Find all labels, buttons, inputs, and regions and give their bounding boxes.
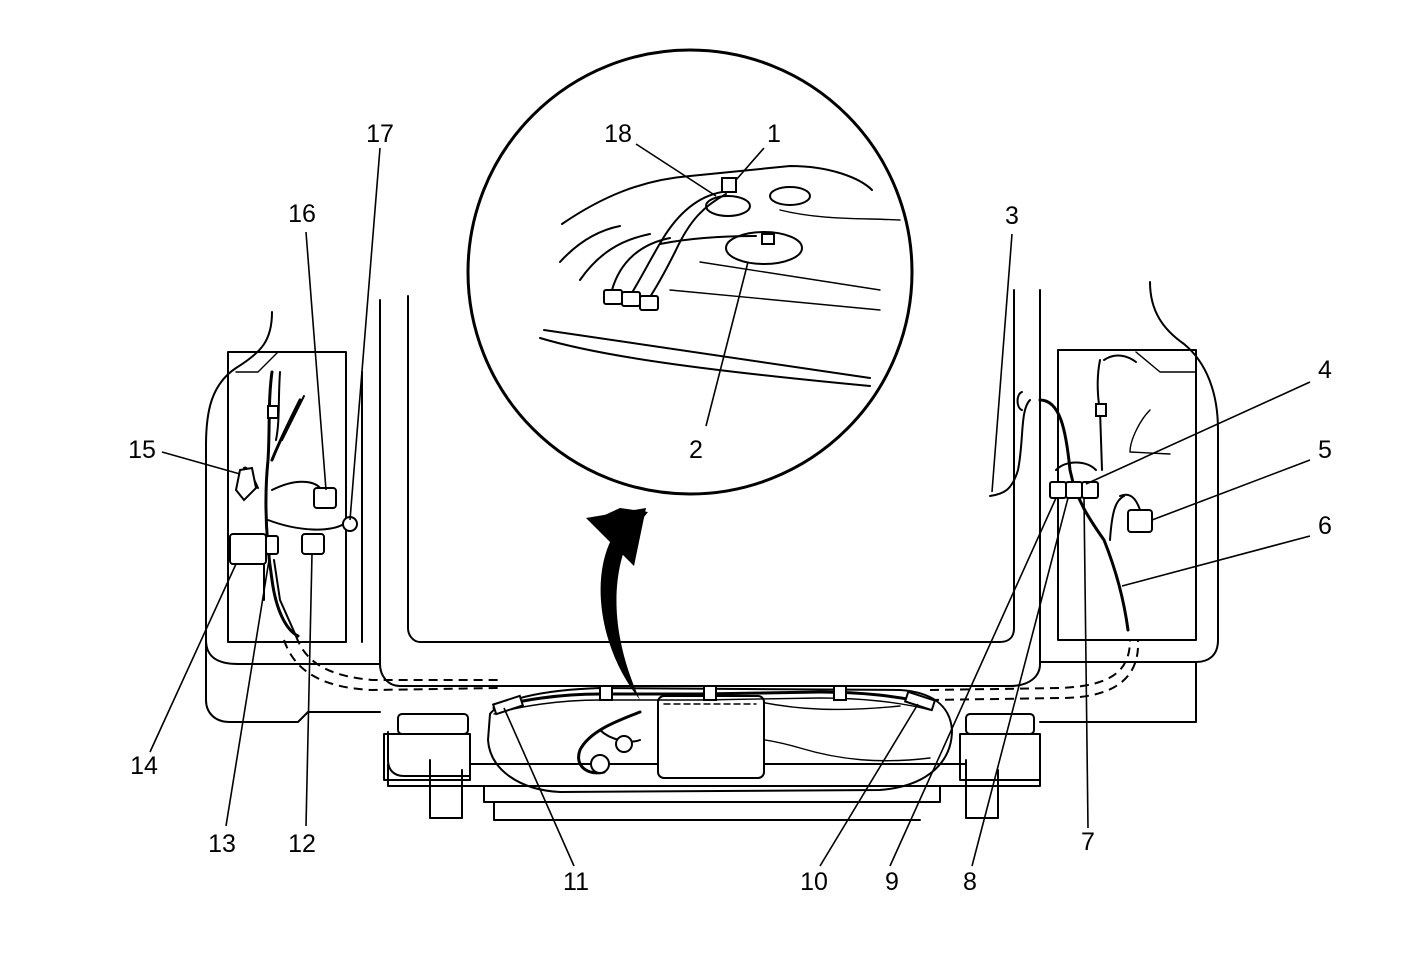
callout-18: 18 xyxy=(604,120,632,148)
callout-11: 11 xyxy=(563,868,589,896)
callout-4: 4 xyxy=(1318,356,1332,384)
callout-2: 2 xyxy=(689,436,703,464)
callout-12: 12 xyxy=(288,830,316,858)
callout-5: 5 xyxy=(1318,436,1332,464)
callout-8: 8 xyxy=(963,868,977,896)
callout-labels: 1 2 3 4 5 6 7 8 9 10 11 12 13 14 15 16 1… xyxy=(128,120,1332,896)
callout-17: 17 xyxy=(366,120,394,148)
detail-arrow xyxy=(586,508,648,700)
callout-7: 7 xyxy=(1081,828,1095,856)
detail-view xyxy=(466,48,914,496)
callout-13: 13 xyxy=(208,830,236,858)
callout-15: 15 xyxy=(128,436,156,464)
callout-14: 14 xyxy=(130,752,158,780)
callout-10: 10 xyxy=(800,868,828,896)
left-harness xyxy=(229,370,358,638)
tank-harness xyxy=(491,685,937,775)
leader-lines xyxy=(149,143,1311,867)
callout-9: 9 xyxy=(885,868,899,896)
callout-1: 1 xyxy=(767,120,781,148)
harness-route xyxy=(283,635,1140,701)
vehicle-body xyxy=(205,281,1219,821)
callout-3: 3 xyxy=(1005,202,1019,230)
callout-16: 16 xyxy=(288,200,316,228)
callout-6: 6 xyxy=(1318,512,1332,540)
